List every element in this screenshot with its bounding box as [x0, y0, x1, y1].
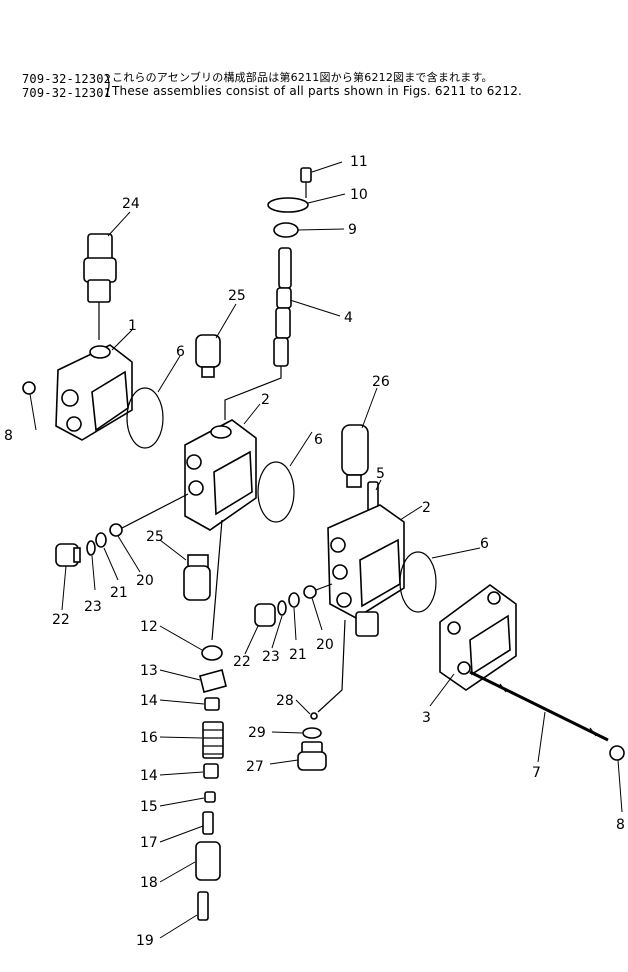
- part-10-plate: [267, 197, 309, 213]
- callout-19: 19: [136, 933, 154, 949]
- callout-6a: 6: [176, 344, 185, 360]
- callout-20b: 20: [316, 637, 334, 653]
- callout-24: 24: [122, 196, 140, 212]
- callout-21b: 21: [289, 647, 307, 663]
- right-leader: [317, 619, 346, 713]
- callout-26: 26: [372, 374, 390, 390]
- callout-28: 28: [276, 693, 294, 709]
- callout-14a: 14: [140, 693, 158, 709]
- callout-25a: 25: [228, 288, 246, 304]
- callout-2b: 2: [422, 500, 431, 516]
- part-11-bolt: [300, 167, 312, 198]
- part-23-o-ring-left: [86, 540, 96, 556]
- part-8-nut-right: [609, 745, 625, 761]
- callout-4: 4: [344, 310, 353, 326]
- part-9-seal: [273, 222, 299, 238]
- callout-27: 27: [246, 759, 264, 775]
- callout-3: 3: [422, 710, 431, 726]
- callout-23b: 23: [262, 649, 280, 665]
- note-japanese: これらのアセンブリの構成部品は第6211図から第6212図まで含まれます。: [112, 71, 493, 84]
- part-25-plug-upper: [195, 334, 221, 378]
- part-23-o-ring-right: [277, 600, 287, 616]
- callout-17: 17: [140, 835, 158, 851]
- part-15-washer: [204, 791, 216, 803]
- callout-leaders: [29, 161, 623, 939]
- callout-7: 7: [532, 765, 541, 781]
- part-21-spring-left: [95, 532, 107, 548]
- part-26-relief-valve: [341, 424, 369, 488]
- part-2-section-body-right: [327, 504, 405, 637]
- header-brace: [105, 73, 110, 97]
- callout-25b: 25: [146, 529, 164, 545]
- callout-8b: 8: [616, 817, 625, 833]
- part-24-relief-valve: [83, 233, 117, 340]
- callout-13: 13: [140, 663, 158, 679]
- part-6-o-ring-2: [257, 461, 295, 523]
- callout-22a: 22: [52, 612, 70, 628]
- part-16-spring: [202, 721, 224, 759]
- callout-9: 9: [348, 222, 357, 238]
- part-6-o-ring: [126, 387, 164, 449]
- ball-leader-left: [121, 493, 189, 529]
- callout-11: 11: [350, 154, 368, 170]
- part-17-bolt: [202, 811, 214, 835]
- part-3-end-cover: [439, 584, 517, 691]
- callout-14b: 14: [140, 768, 158, 784]
- callout-22b: 22: [233, 654, 251, 670]
- callout-29: 29: [248, 725, 266, 741]
- part-22-plug-left: [55, 543, 81, 567]
- part-8-nut: [22, 381, 36, 395]
- callout-23a: 23: [84, 599, 102, 615]
- part-20-ball-left: [109, 523, 123, 537]
- callout-21a: 21: [110, 585, 128, 601]
- part-19-bolt: [197, 891, 209, 921]
- part-14-retainer-lower: [203, 763, 219, 779]
- part-12-seal: [201, 645, 223, 661]
- callout-12: 12: [140, 619, 158, 635]
- note-english: These assemblies consist of all parts sh…: [112, 84, 523, 98]
- part-27-plug: [297, 741, 327, 771]
- callout-2a: 2: [261, 392, 270, 408]
- spool-leader: [224, 366, 282, 420]
- part-22-plug-right: [254, 603, 276, 627]
- part-18-cap: [195, 841, 221, 881]
- callout-6c: 6: [480, 536, 489, 552]
- part-6-o-ring-3: [399, 551, 437, 613]
- part-number-2: 709-32-12301: [22, 86, 112, 100]
- stack-leader: [211, 519, 223, 641]
- callout-16: 16: [140, 730, 158, 746]
- part-14-retainer-upper: [204, 697, 220, 711]
- part-4-spool: [273, 247, 292, 367]
- part-25-plug-lower: [183, 554, 211, 601]
- part-20-ball-right: [303, 585, 317, 599]
- part-2-section-body-middle: [184, 419, 257, 531]
- ball-leader-right: [315, 583, 333, 591]
- part-21-spring-right: [288, 592, 300, 608]
- part-28-ball: [310, 712, 318, 720]
- part-1-valve-body: [55, 344, 133, 441]
- callout-15: 15: [140, 799, 158, 815]
- part-7-tie-bolt: [469, 670, 609, 742]
- part-13-plate: [199, 669, 227, 693]
- callout-8a: 8: [4, 428, 13, 444]
- callout-6b: 6: [314, 432, 323, 448]
- callout-1: 1: [128, 318, 137, 334]
- callout-10: 10: [350, 187, 368, 203]
- callout-18: 18: [140, 875, 158, 891]
- part-29-o-ring: [302, 727, 322, 739]
- callout-5: 5: [376, 466, 385, 482]
- callout-20a: 20: [136, 573, 154, 589]
- part-number-1: 709-32-12302: [22, 72, 112, 86]
